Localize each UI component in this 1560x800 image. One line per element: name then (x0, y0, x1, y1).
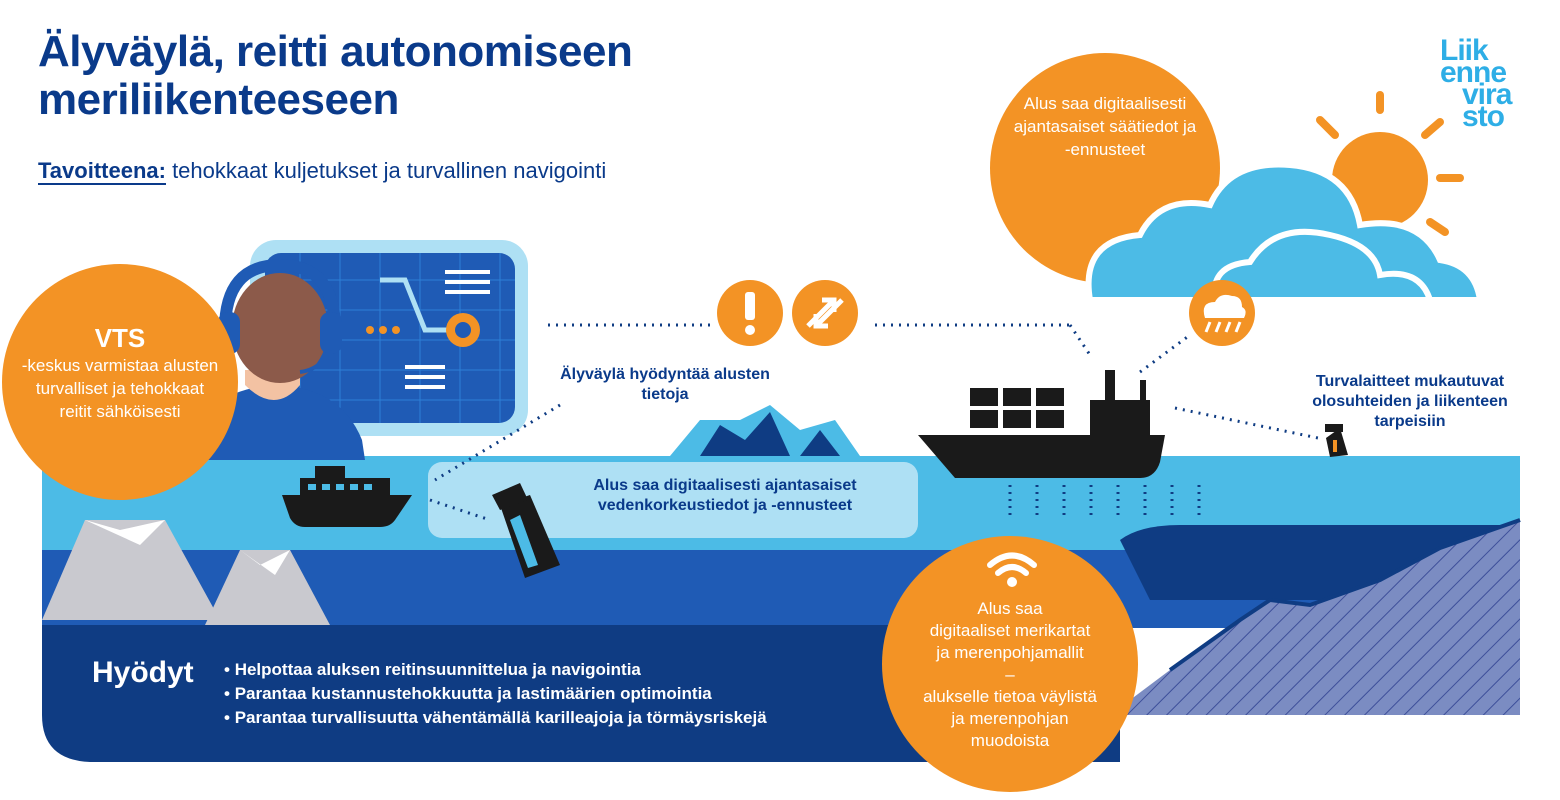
benefit-item: Helpottaa aluksen reitinsuunnittelua ja … (224, 658, 767, 682)
logo-line: Liik (1440, 34, 1489, 67)
vts-heading: VTS (94, 323, 146, 353)
charts-text: Alus saa digitaaliset merikartat ja mere… (885, 598, 1135, 752)
weather-text: Alus saa digitaalisesti ajantasaiset sää… (1013, 94, 1197, 159)
logo-line: enne (1440, 56, 1507, 89)
charts-line: alukselle tietoa väylistä (923, 687, 1097, 706)
charts-line: ja merenpohjan (951, 709, 1069, 728)
cloud-icon (1085, 161, 1484, 303)
seabed (1110, 520, 1520, 715)
ship-data-label: Älyväylä hyödyntää alusten tietoja (560, 366, 770, 403)
charts-line: Alus saa (977, 599, 1043, 618)
charts-line: muodoista (970, 731, 1050, 750)
cargo-ship-icon (918, 370, 1165, 478)
wifi-icon (987, 552, 1037, 576)
subtitle-rest: tehokkaat kuljetukset ja turvallinen nav… (165, 158, 607, 183)
safety-devices-label: Turvalaitteet mukautuvat olosuhteiden ja… (1312, 373, 1508, 430)
page-subtitle: Tavoitteena: tehokkaat kuljetukset ja tu… (38, 158, 607, 185)
weather-rain-icon (1189, 280, 1255, 346)
vts-text: VTS -keskus varmistaa alusten turvallise… (20, 322, 220, 423)
charts-dash: – (1005, 665, 1015, 684)
water-level-box (428, 462, 918, 538)
charts-circle (882, 536, 1138, 792)
charts-line: digitaaliset merikartat (929, 621, 1091, 640)
subtitle-lead: Tavoitteena: (38, 158, 166, 185)
ferry-icon (282, 466, 412, 527)
iceberg-icon (670, 405, 860, 456)
benefits-title: Hyödyt (92, 656, 194, 689)
logo-line: vira (1462, 78, 1512, 111)
iceberg-icon (42, 520, 330, 625)
liikennevirasto-logo: Liik enne vira sto (1440, 34, 1550, 133)
benefit-item: Parantaa kustannustehokkuutta ja lastimä… (224, 682, 767, 706)
buoy-icon (1325, 424, 1348, 457)
vts-description: -keskus varmistaa alusten turvalliset ja… (21, 356, 219, 421)
charts-line: ja merenpohjamallit (936, 643, 1084, 662)
page-title: Älyväylä, reitti autonomiseen meriliiken… (38, 27, 633, 124)
benefits-list: Helpottaa aluksen reitinsuunnittelua ja … (224, 658, 767, 730)
exchange-arrows-icon (792, 280, 858, 346)
benefit-item: Parantaa turvallisuutta vähentämällä kar… (224, 706, 767, 730)
logo-line: sto (1462, 100, 1505, 133)
buoy-icon (492, 483, 560, 578)
water-level-label: Alus saa digitaalisesti ajantasaiset ved… (593, 477, 857, 514)
vts-circle (2, 264, 238, 500)
